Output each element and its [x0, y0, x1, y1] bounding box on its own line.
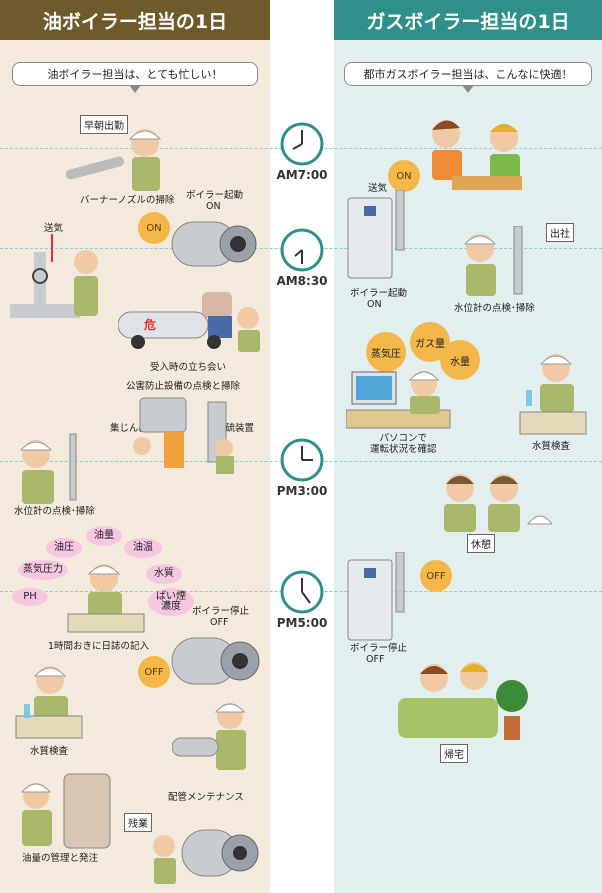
- param-steam-pressure: 蒸気圧力: [18, 560, 68, 580]
- breakfast-illustration: [432, 120, 522, 190]
- tank-truck-illustration: [118, 292, 260, 352]
- boiler-start-on-label: ON: [206, 201, 221, 212]
- pc-check-label: パソコンで 運転状況を確認: [370, 433, 437, 455]
- param-oil-temp: 油温: [124, 538, 162, 558]
- time-label: AM8:30: [276, 274, 328, 288]
- gas-water-level-label: 水位計の点検･掃除: [454, 303, 535, 314]
- overtime-boiler-illustration: [153, 829, 259, 884]
- gas-feed-label: 送気: [368, 183, 388, 194]
- overtime-label: 残業: [124, 813, 152, 832]
- time-label: PM3:00: [276, 484, 328, 498]
- pc-monitoring-illustration: [346, 371, 451, 429]
- oil-title: 油ボイラー担当の1日: [0, 0, 270, 40]
- valve-worker-illustration: [10, 234, 98, 318]
- hourly-log-label: 1時間おきに日誌の記入: [48, 641, 150, 652]
- worker-nozzle-illustration: [65, 129, 162, 191]
- go-home-label: 帰宅: [440, 744, 468, 763]
- param-smoke-density: ばい煙 濃度: [148, 588, 194, 616]
- gas-on-badge: ON: [388, 160, 420, 192]
- early-arrival-label: 早朝出勤: [80, 115, 128, 134]
- water-test-worker-illustration: [15, 666, 83, 739]
- clock-icon: [280, 122, 324, 166]
- oil-boiler-illustration: [171, 221, 257, 267]
- logbook-worker-illustration: [67, 564, 145, 633]
- time-label: PM5:00: [276, 616, 328, 630]
- clock-icon: [280, 570, 324, 614]
- desulfurizer-label: 脱硫装置: [216, 423, 255, 434]
- clock-pm500: PM5:00: [276, 570, 328, 630]
- gas-bubble: 都市ガスボイラー担当は、こんなに快適！: [344, 62, 592, 93]
- gas-boiler-start-on-label: ON: [367, 299, 382, 310]
- oil-management-label: 油量の管理と発注: [22, 853, 99, 864]
- clock-pm300: PM3:00: [276, 438, 328, 498]
- oil-tank-worker-illustration: [20, 773, 111, 849]
- arrive-work-label: 出社: [546, 223, 574, 242]
- dust-collector-label: 集じん器: [110, 423, 149, 434]
- boiler-stop-label: ボイラー停止: [192, 606, 250, 617]
- gas-title: ガスボイラー担当の1日: [334, 0, 602, 40]
- pipe-maintenance-illustration: [172, 703, 246, 770]
- off-badge: OFF: [138, 656, 170, 688]
- pollution-equipment-illustration: [133, 397, 234, 474]
- param-steam: 蒸気圧: [366, 332, 406, 372]
- water-level-check-label: 水位計の点検･掃除: [14, 506, 95, 517]
- gas-boiler-stopped-illustration: [347, 552, 405, 641]
- pipe-maintenance-label: 配管メンテナンス: [168, 792, 244, 803]
- gas-boiler-stop-label: ボイラー停止: [350, 643, 408, 654]
- param-oil-amount: 油量: [86, 526, 122, 546]
- param-water-amount: 水量: [440, 340, 480, 380]
- water-test-label: 水質検査: [30, 746, 69, 757]
- boiler-start-label: ボイラー起動: [186, 190, 244, 201]
- oil-bubble: 油ボイラー担当は、とても忙しい！: [12, 62, 258, 93]
- clock-am700: AM7:00: [276, 122, 328, 182]
- clock-icon: [280, 228, 324, 272]
- break-label: 休憩: [467, 534, 495, 553]
- boiler-stop-off-label: OFF: [210, 617, 229, 628]
- time-label: AM7:00: [276, 168, 328, 182]
- water-level-worker-illustration: [19, 433, 77, 504]
- steam-feed-label: 送気: [44, 223, 64, 234]
- gas-boiler-stop-off-label: OFF: [366, 654, 385, 665]
- param-ph: PH: [12, 588, 48, 606]
- gas-off-badge: OFF: [420, 560, 452, 592]
- gas-boiler-start-label: ボイラー起動: [350, 288, 408, 299]
- gas-water-level-worker-illustration: [463, 226, 523, 296]
- on-badge: ON: [138, 212, 170, 244]
- clock-icon: [280, 438, 324, 482]
- oil-boiler-stopped-illustration: [171, 637, 260, 685]
- gas-water-test-label: 水質検査: [532, 441, 571, 452]
- gas-water-test-worker-illustration: [519, 354, 587, 435]
- gas-boiler-illustration: [347, 190, 405, 279]
- pollution-control-label: 公害防止設備の点検と掃除: [126, 381, 241, 392]
- nozzle-cleaning-label: バーナーノズルの掃除: [80, 195, 175, 206]
- receiving-label: 受入時の立ち会い: [150, 362, 227, 373]
- clock-am830: AM8:30: [276, 228, 328, 288]
- param-water-quality: 水質: [146, 564, 182, 584]
- go-home-illustration: [398, 662, 528, 740]
- param-oil-pressure: 油圧: [46, 538, 82, 558]
- break-illustration: [444, 474, 552, 532]
- danger-mark: 危: [144, 318, 157, 332]
